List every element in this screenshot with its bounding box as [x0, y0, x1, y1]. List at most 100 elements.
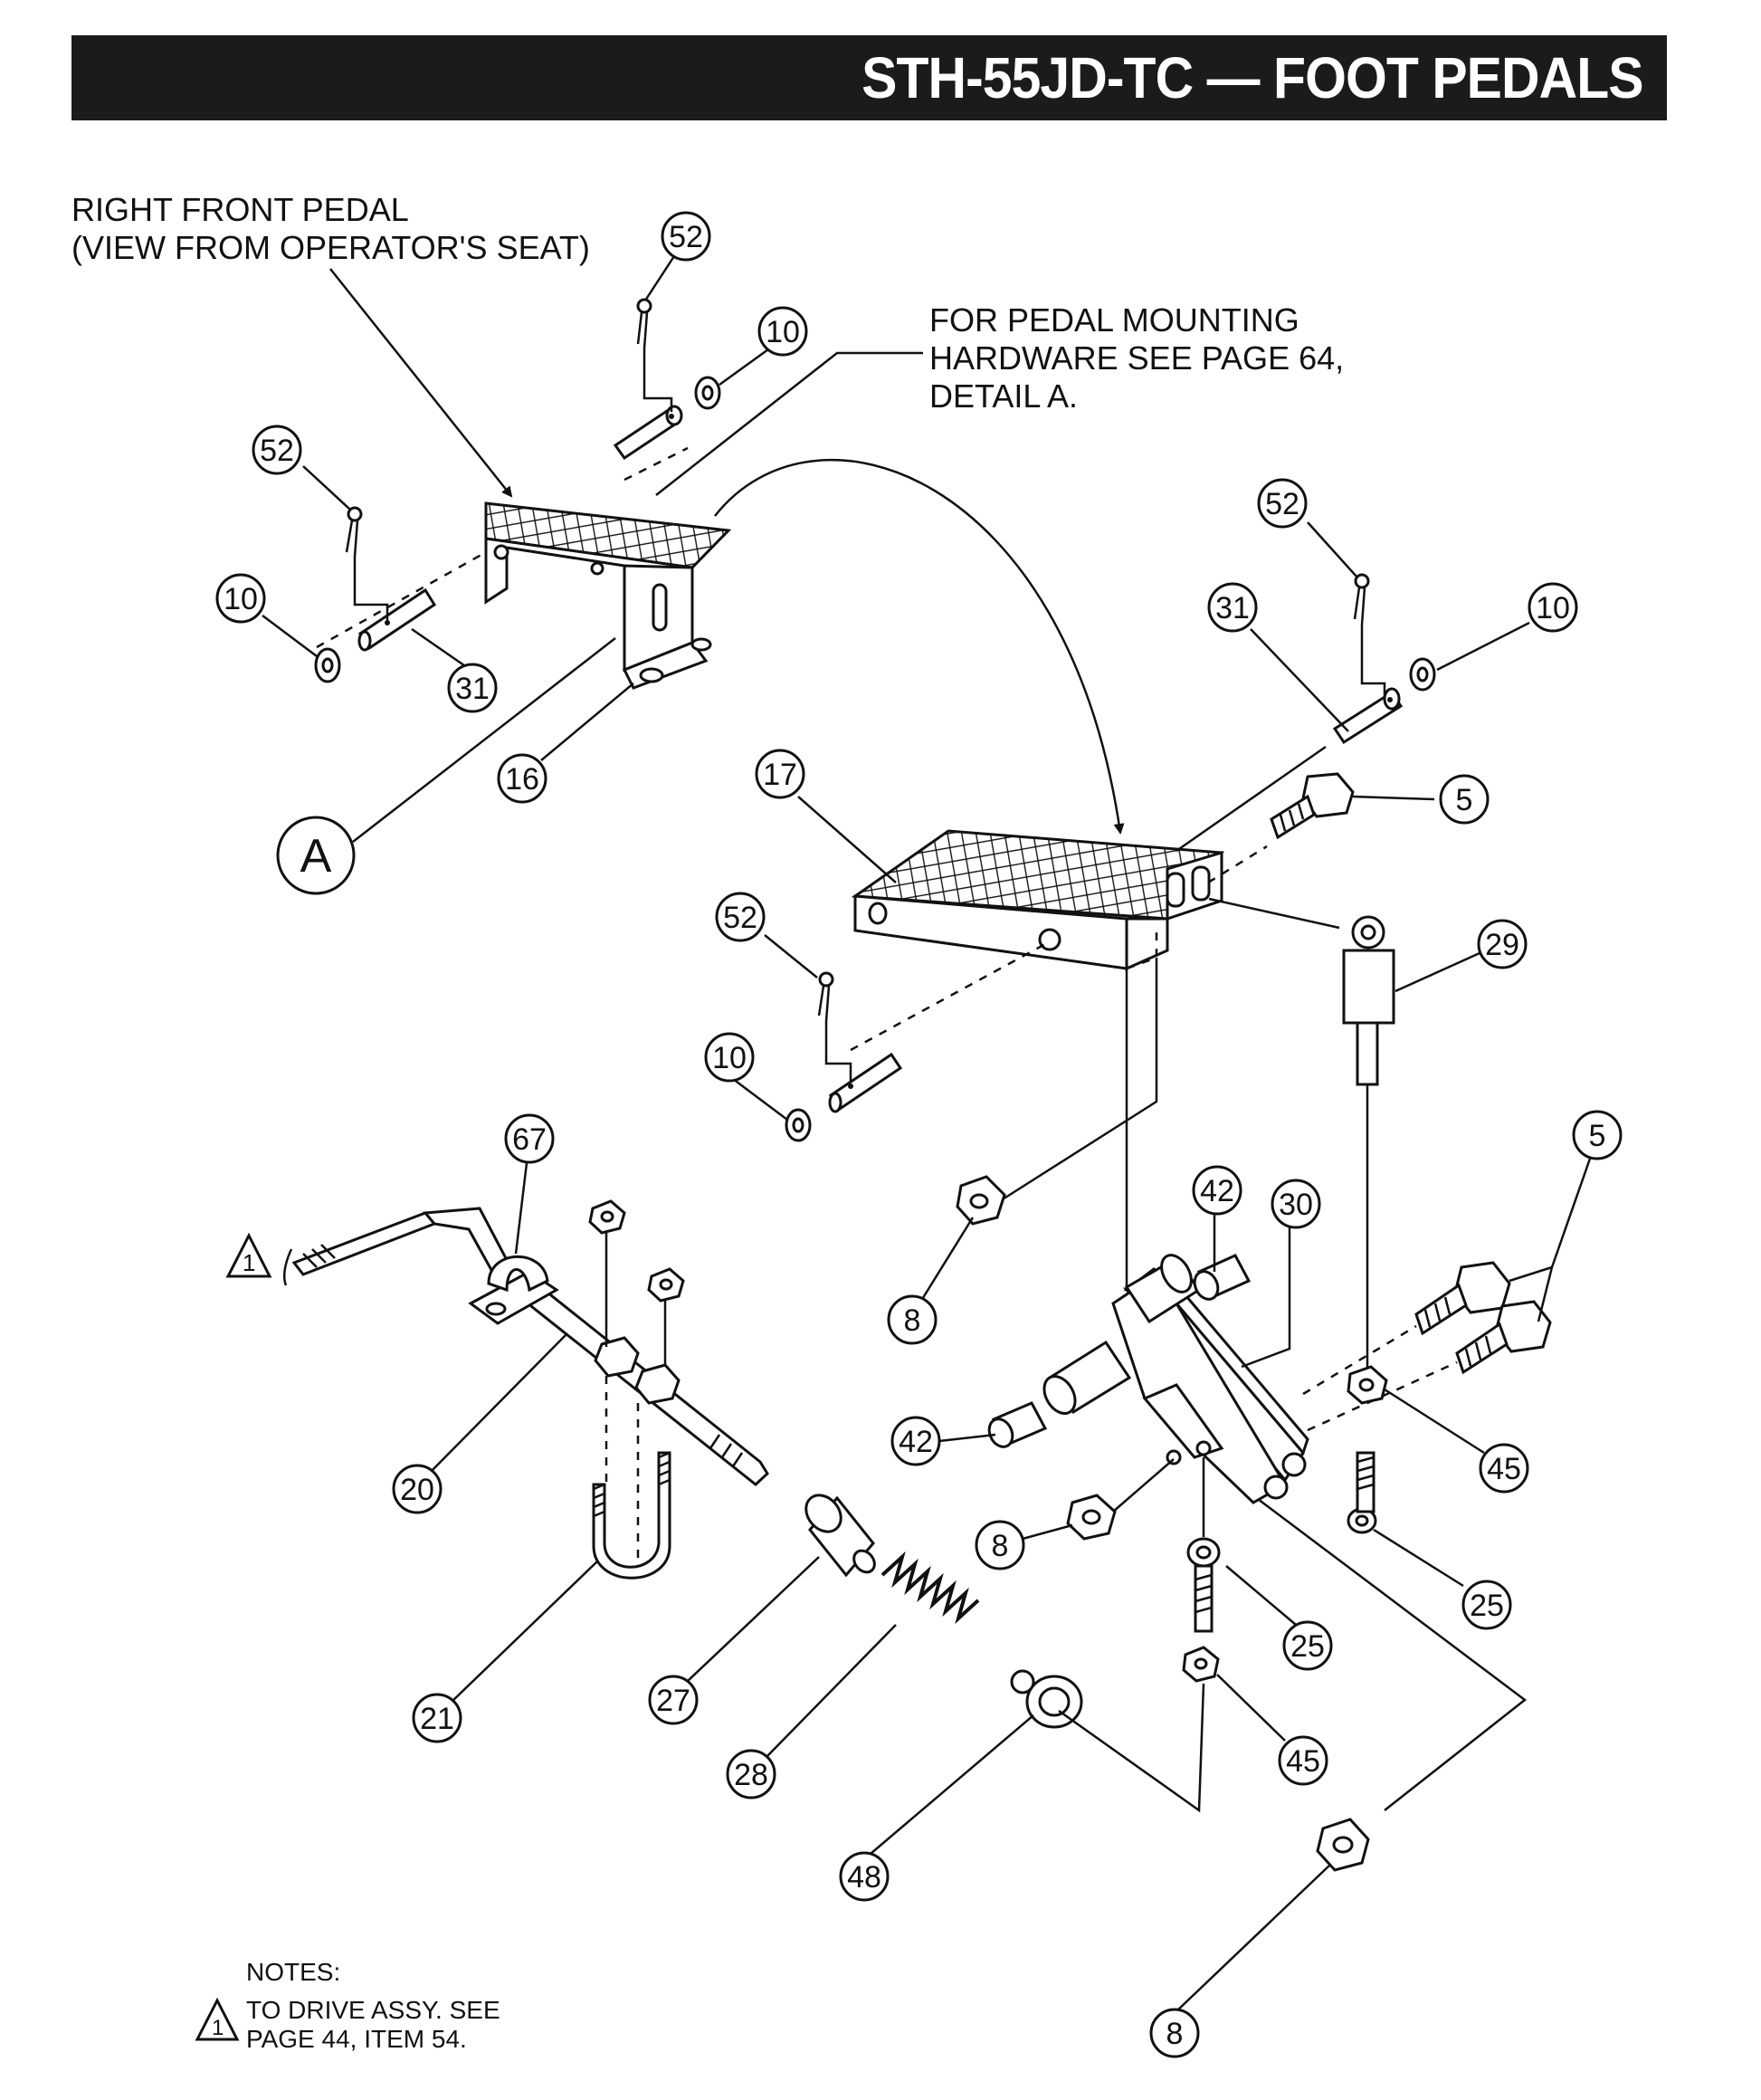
washer-10-lower [785, 1108, 812, 1142]
callout-number: 30 [1279, 1188, 1313, 1222]
pedal-16 [484, 501, 732, 690]
pin-31-left [357, 587, 437, 652]
bolt-5-top [1270, 772, 1355, 840]
leader-detail-a [352, 637, 616, 843]
leader-spacer-48-to-nut [1058, 1683, 1205, 1813]
callout-number: 27 [656, 1684, 690, 1718]
caption-right-front-pedal-line2: (VIEW FROM OPERATOR'S SEAT) [71, 229, 590, 266]
axis-pedal-16-pin-left [316, 550, 487, 649]
bolt-5-lower-b [1455, 1300, 1552, 1375]
callout-31-a: 31 [447, 663, 498, 713]
eyebolt-25-right [1347, 1451, 1377, 1534]
callout-27: 27 [648, 1675, 699, 1725]
washer-10-right [1409, 657, 1436, 692]
caption-mounting-hardware-line2: HARDWARE SEE PAGE 64, [929, 339, 1344, 377]
tube-on-lever-lower [1042, 1340, 1132, 1415]
callout-42-a: 42 [1192, 1165, 1242, 1216]
callout-21: 21 [412, 1693, 462, 1743]
notes-line-1: TO DRIVE ASSY. SEE [246, 1996, 500, 2024]
callout-number: 8 [992, 1529, 1009, 1563]
callout-number: 10 [1536, 591, 1570, 625]
callout-10-a: 10 [757, 306, 808, 357]
callout-number: 25 [1470, 1589, 1504, 1623]
tube-on-lever-upper [1124, 1254, 1202, 1324]
pin-31-lower [828, 1052, 903, 1113]
callout-10-d: 10 [704, 1032, 755, 1083]
bolt-5-lower-a [1414, 1261, 1511, 1336]
callout-8-b: 8 [975, 1520, 1025, 1570]
callout-number: 31 [1215, 591, 1250, 625]
spring-28 [880, 1551, 980, 1625]
callout-52-a: 52 [661, 211, 711, 262]
axis-bolt-5-a [1302, 1324, 1417, 1396]
notes-block: NOTES: 1 TO DRIVE ASSY. SEE PAGE 44, ITE… [195, 1958, 500, 2053]
cotter-pin-52-right [1353, 573, 1386, 697]
spacer-48 [1010, 1669, 1083, 1729]
callout-number: 20 [400, 1473, 434, 1507]
callout-number: 8 [1166, 2017, 1184, 2051]
callout-20: 20 [392, 1464, 443, 1514]
callout-number: 42 [1200, 1174, 1234, 1208]
callout-number: 45 [1286, 1744, 1320, 1779]
pin-31-right [1332, 687, 1404, 745]
callout-number: 45 [1487, 1452, 1521, 1486]
callout-leaders [262, 255, 1592, 2012]
callout-number: 31 [455, 672, 490, 706]
nut-8-middle [1066, 1494, 1117, 1541]
callout-52-d: 52 [715, 892, 766, 942]
callout-5-b: 5 [1572, 1110, 1623, 1160]
nut-8-lower [1316, 1818, 1370, 1872]
callout-number: 21 [420, 1702, 454, 1736]
leader-nut-8-lower-to-lever [1257, 1498, 1528, 1811]
callout-number: 10 [766, 315, 800, 349]
washer-10-left [314, 647, 341, 683]
callout-67: 67 [504, 1113, 555, 1164]
callout-number: 10 [712, 1041, 747, 1075]
line-nut-8-middle [1112, 1458, 1175, 1513]
eyebolt-29 [1342, 915, 1395, 1086]
leader-to-eyebolt-29 [1208, 897, 1340, 930]
callout-number: 8 [904, 1303, 921, 1338]
page-title: STH-55JD-TC — FOOT PEDALS [861, 45, 1643, 110]
callout-52-c: 52 [1257, 478, 1308, 529]
notes-line-2: PAGE 44, ITEM 54. [246, 2025, 467, 2053]
callout-number: 16 [505, 762, 539, 797]
axis-pedal-16-pin-top [623, 446, 689, 482]
note-flag-triangle: 1 [225, 1232, 272, 1278]
callout-52-b: 52 [252, 425, 302, 475]
callout-number: 52 [669, 220, 703, 254]
detail-marker-letter: A [300, 830, 332, 883]
pin-31-top [613, 405, 683, 461]
nut-8-upper [956, 1175, 1006, 1226]
callout-16: 16 [497, 753, 547, 804]
callout-25-a: 25 [1461, 1580, 1512, 1630]
line-pedal-17-to-nut-8 [995, 958, 1158, 1206]
callout-10-b: 10 [215, 573, 266, 624]
callout-number: 67 [512, 1122, 547, 1157]
callout-30: 30 [1271, 1179, 1321, 1229]
callout-45-a: 45 [1479, 1443, 1529, 1494]
curved-arrow-to-pedal-17 [714, 459, 1125, 835]
detail-marker-a: A [276, 816, 356, 895]
callout-number: 28 [734, 1758, 768, 1792]
callout-8-a: 8 [887, 1294, 938, 1345]
notes-flag-number: 1 [212, 2016, 224, 2040]
cotter-pin-52-lower [817, 971, 852, 1083]
cotter-pin-52-top [636, 298, 673, 412]
note-flag-number: 1 [243, 1249, 255, 1276]
callout-number: 25 [1290, 1629, 1325, 1664]
rod-20 [283, 1207, 769, 1486]
callout-10-c: 10 [1528, 582, 1578, 633]
notes-flag-triangle [195, 1997, 240, 2041]
nut-on-rod-left [594, 1336, 640, 1378]
nut-top-left [588, 1199, 626, 1235]
leader-caption-to-pedal-16 [329, 268, 513, 498]
callout-5-a: 5 [1439, 774, 1490, 825]
callout-42-b: 42 [890, 1416, 941, 1466]
callout-17: 17 [755, 749, 805, 799]
u-bolt-21 [592, 1451, 671, 1580]
caption-right-front-pedal-line1: RIGHT FRONT PEDAL [71, 191, 409, 228]
callout-number: 48 [847, 1860, 881, 1895]
callout-31-b: 31 [1207, 582, 1258, 633]
